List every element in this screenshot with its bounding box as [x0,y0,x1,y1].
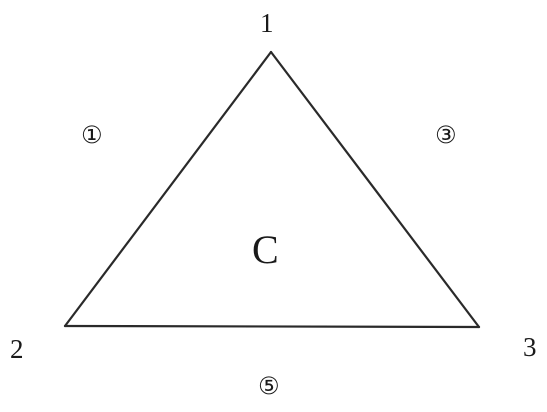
face-label: C [252,227,279,272]
edge-3-1 [269,50,481,329]
region-label-bottom: ⑤ [258,372,280,400]
edge-1-2 [63,50,273,328]
edge-2-3 [63,324,481,329]
region-label-right: ③ [435,121,457,149]
vertex-label-1: 1 [260,8,274,38]
vertex-label-3: 3 [523,332,537,362]
region-label-left: ① [81,121,103,149]
vertex-label-2: 2 [10,334,24,364]
